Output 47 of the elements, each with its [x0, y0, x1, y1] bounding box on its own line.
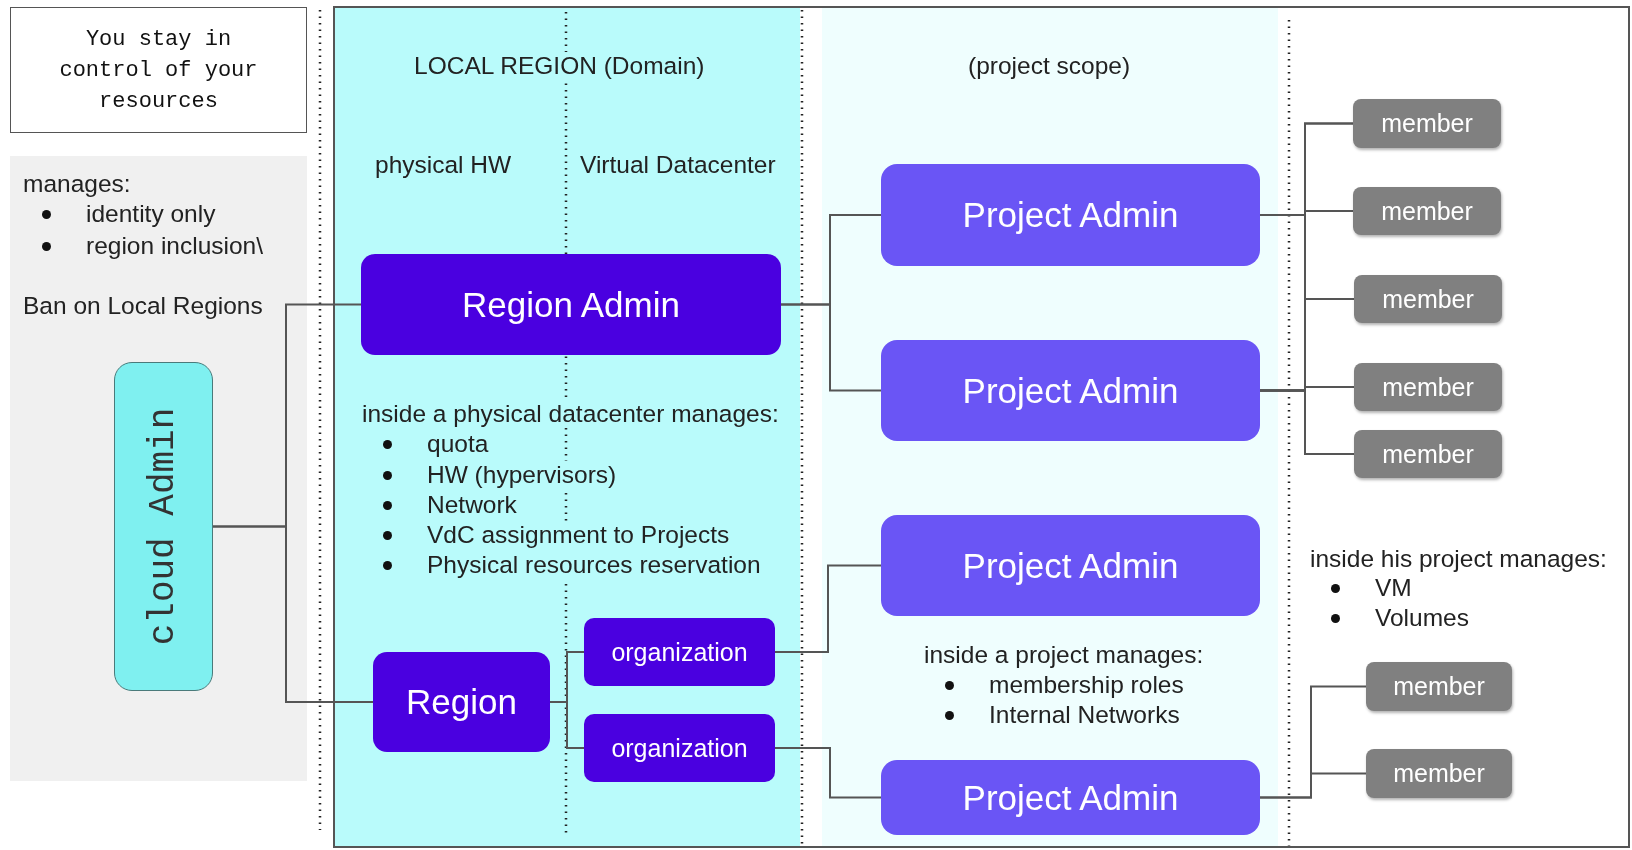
- note-text: LOCAL REGION (Domain): [414, 52, 705, 80]
- member-box: [1354, 363, 1502, 411]
- scope-frame: [333, 6, 1630, 848]
- node-label: member: [1381, 196, 1473, 226]
- node-label: Region: [406, 682, 517, 722]
- node-label: Project Admin: [962, 370, 1179, 411]
- node-label: Project Admin: [962, 777, 1179, 818]
- role-box: [361, 254, 781, 355]
- node-label: member: [1393, 759, 1485, 788]
- node-label: organization: [611, 733, 748, 763]
- role-box: [881, 340, 1260, 441]
- list-item: Physical resources reservation: [427, 551, 761, 579]
- node-label: Project Admin: [962, 545, 1179, 586]
- node-label: organization: [611, 637, 748, 667]
- connector-line: [212, 525, 374, 703]
- member-box: [1354, 430, 1502, 478]
- project-band: [822, 8, 1278, 846]
- list-item: HW (hypervisors): [427, 461, 617, 489]
- node-label: cloud Admin: [143, 407, 184, 646]
- node-label: Region Admin: [462, 284, 680, 325]
- node-label: You stay in control of your resources: [58, 25, 259, 116]
- note-box: [10, 7, 307, 133]
- connector-line: [780, 303, 882, 392]
- member-box: [1353, 187, 1501, 235]
- organization-box: [584, 618, 775, 686]
- member-box: [1353, 99, 1501, 148]
- node-label: member: [1381, 109, 1473, 138]
- member-box: [1354, 275, 1502, 323]
- connector-line: [774, 747, 882, 799]
- role-box: [881, 515, 1260, 616]
- member-box: [1366, 749, 1512, 798]
- role-box: [881, 760, 1260, 835]
- organization-box: [584, 714, 775, 782]
- node-label: Project Admin: [962, 195, 1179, 235]
- role-box: [114, 362, 213, 691]
- region-band: [335, 8, 800, 846]
- node-label: member: [1382, 284, 1474, 314]
- connector-line: [774, 564, 882, 653]
- note-text: inside a physical datacenter manages:: [362, 400, 779, 428]
- member-box: [1366, 662, 1512, 711]
- info-panel: [10, 156, 307, 781]
- node-label: member: [1393, 672, 1485, 701]
- role-box: [881, 164, 1260, 266]
- node-label: member: [1382, 439, 1474, 469]
- node-label: member: [1382, 372, 1474, 402]
- role-box: [373, 652, 550, 752]
- connector-line: [1259, 772, 1367, 799]
